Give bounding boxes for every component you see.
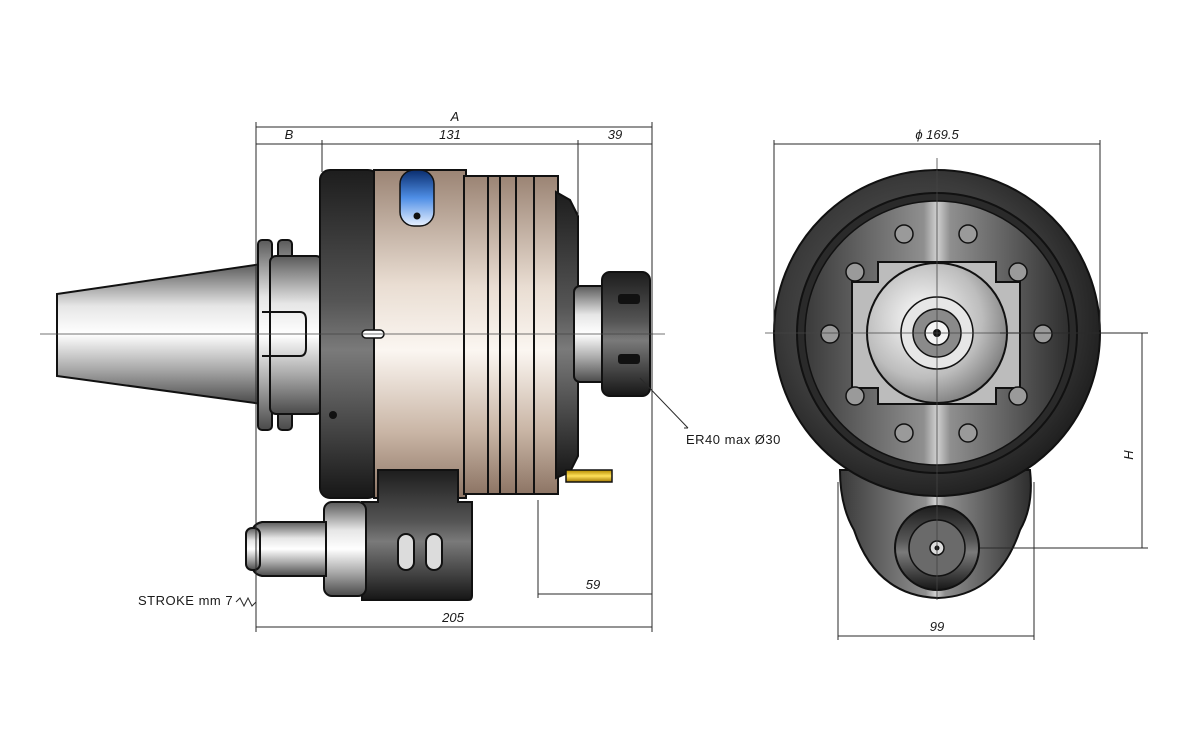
collet-note: ER40 max Ø30 <box>686 432 781 447</box>
indicator-dot <box>413 212 421 220</box>
collet-leader <box>639 377 689 429</box>
dim-b-label: B <box>285 127 294 142</box>
stroke-note: STROKE mm 7 <box>138 593 233 608</box>
drive-coupling <box>323 501 367 597</box>
lower-housing <box>361 469 473 601</box>
side-view: A B 131 39 59 205 ER40 max Ø30 STROKE mm… <box>40 109 781 632</box>
drive-stub-tip <box>245 527 261 571</box>
front-view: ϕ 169.5 99 H <box>765 127 1148 640</box>
dim-39-label: 39 <box>608 127 622 142</box>
coupling-lug-1 <box>397 533 415 571</box>
body-pin <box>329 411 337 419</box>
coupling-lug-2 <box>425 533 443 571</box>
dim-131-label: 131 <box>439 127 461 142</box>
body-ring-5 <box>533 175 559 495</box>
dim-205-label: 205 <box>441 610 464 625</box>
side-dimensions <box>255 122 653 632</box>
collet-nut-slot-bottom <box>618 354 640 364</box>
dim-a-label: A <box>450 109 460 124</box>
flange-hub <box>269 255 323 415</box>
dim-59-label: 59 <box>586 577 600 592</box>
collet-nut-slot-top <box>618 294 640 304</box>
dim-h-label: H <box>1121 450 1136 460</box>
front-dimensions <box>773 140 1148 640</box>
body-ring-1 <box>463 175 491 495</box>
gold-key <box>565 469 613 483</box>
bolt-circle <box>820 224 1053 443</box>
dim-99-label: 99 <box>930 619 944 634</box>
dim-diameter-label: ϕ 169.5 <box>915 127 959 142</box>
drive-shaft <box>251 521 327 577</box>
indicator-window <box>399 169 435 227</box>
stroke-leader <box>235 596 257 608</box>
front-face <box>555 190 579 480</box>
